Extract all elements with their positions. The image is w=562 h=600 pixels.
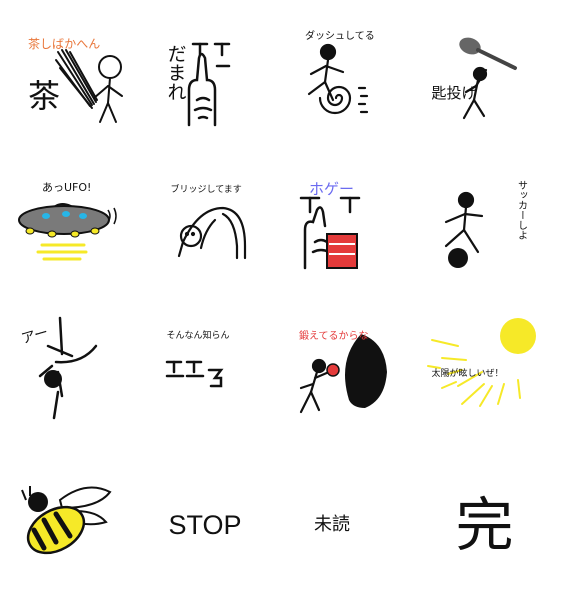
bridge-drawing: [177, 206, 246, 260]
dunno-caption: そんなん知らん: [166, 331, 230, 341]
bee-drawing: [21, 486, 112, 555]
tea-drawing: [55, 49, 123, 123]
spoon-caption: 匙投げ: [431, 84, 477, 102]
soccer-drawing: [444, 191, 483, 268]
sticker-unread[interactable]: 未読: [281, 450, 422, 600]
sticker-soccer[interactable]: サッカーしよ: [422, 150, 562, 300]
stop-text: STOP: [168, 510, 242, 540]
hoge-caption: ホゲー: [309, 180, 355, 198]
sticker-tea[interactable]: 茶しばかへん 茶: [0, 0, 141, 150]
sun-drawing: [426, 318, 536, 407]
sticker-ah[interactable]: アー: [0, 300, 141, 450]
shush-drawing: [187, 42, 230, 127]
spoon-throw-drawing: [458, 37, 517, 120]
tea-caption: 茶しばかへん: [28, 37, 101, 51]
training-drawing: [299, 334, 387, 414]
sun-caption: 太陽が眩しいぜ！: [431, 369, 504, 379]
dunno-drawing: [165, 360, 223, 388]
end-text: 完: [455, 491, 514, 559]
ufo-drawing: [18, 203, 117, 261]
dash-drawing: [307, 43, 369, 115]
sticker-stop[interactable]: STOP: [141, 450, 282, 600]
bridge-caption: ブリッジしてます: [170, 185, 242, 195]
sticker-spoon[interactable]: 匙投げ: [422, 0, 562, 150]
sticker-sun[interactable]: 太陽が眩しいぜ！: [422, 300, 562, 450]
sticker-dunno[interactable]: そんなん知らん: [141, 300, 282, 450]
quiet-caption: だまれ: [164, 44, 187, 101]
sticker-quiet[interactable]: だまれ: [141, 0, 282, 150]
hoge-drawing: [299, 196, 361, 270]
sticker-bee[interactable]: [0, 450, 141, 600]
soccer-caption: サッカーしよ: [515, 180, 527, 240]
sticker-bridge[interactable]: ブリッジしてます: [141, 150, 282, 300]
sticker-hoge[interactable]: ホゲー: [281, 150, 422, 300]
unread-text: 未読: [314, 514, 350, 535]
sticker-end[interactable]: 完: [422, 450, 562, 600]
dash-caption: ダッシュしてる: [305, 31, 375, 42]
tea-big-glyph: 茶: [28, 77, 61, 115]
ah-drawing: [38, 316, 98, 420]
sticker-train[interactable]: 鍛えてるからな: [281, 300, 422, 450]
sticker-ufo[interactable]: あっUFO!: [0, 150, 141, 300]
sticker-dash[interactable]: ダッシュしてる: [281, 0, 422, 150]
ufo-caption: あっUFO!: [42, 181, 92, 194]
train-caption: 鍛えてるからな: [299, 331, 369, 342]
